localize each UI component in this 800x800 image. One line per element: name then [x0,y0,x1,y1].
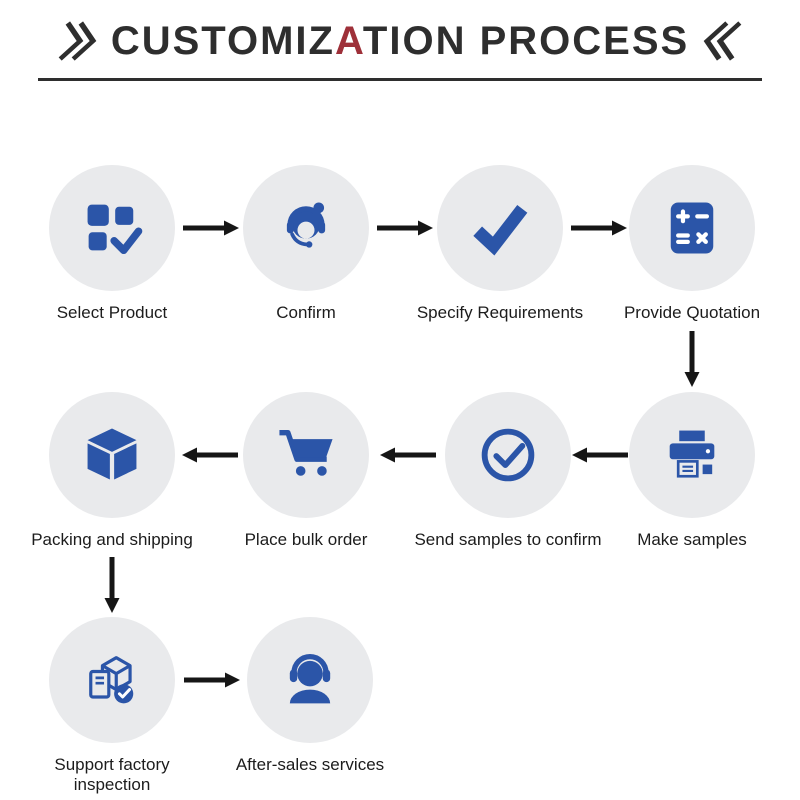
diagram-header: CUSTOMIZATION PROCESS [0,12,800,70]
arrow-right-icon [183,220,239,236]
step-circle [629,392,755,518]
step-packing-shipping: Packing and shipping [31,392,193,549]
cart-icon [279,430,333,476]
step-circle [49,392,175,518]
title-accent-letter: A [334,18,363,63]
step-make-samples: Make samples [629,392,755,549]
printer-icon [669,430,715,478]
step-label: Specify Requirements [416,303,584,322]
arrow-right-icon [184,672,240,688]
arrow-right-icon [377,220,433,236]
title-suffix: TION PROCESS [362,18,690,63]
headset-icon [289,653,331,704]
step-label: Send samples to confirm [414,530,602,549]
arrow-down-icon [684,331,700,387]
step-circle [247,617,373,743]
double-chevron-left-icon [703,21,742,61]
step-label: Place bulk order [244,530,368,549]
step-circle [445,392,571,518]
step-label: Make samples [637,530,747,549]
step-circle [49,165,175,291]
page-title: CUSTOMIZATION PROCESS [111,19,689,64]
step-circle [49,617,175,743]
step-label: Provide Quotation [623,303,761,322]
box-icon [87,428,137,480]
circle-check-icon [481,428,535,482]
step-confirm: Confirm [243,165,369,322]
double-chevron-right-icon [58,21,97,61]
step-place-bulk-order: Place bulk order [243,392,369,549]
arrow-left-icon [182,447,238,463]
step-circle [243,165,369,291]
step-label: After-sales services [235,755,385,774]
step-circle [437,165,563,291]
arrow-down-icon [104,557,120,613]
step-provide-quotation: Provide Quotation [624,165,760,322]
arrow-left-icon [572,447,628,463]
step-select-product: Select Product [49,165,175,322]
step-after-sales: After-sales services [236,617,384,774]
factory-inspection-icon [89,656,134,704]
step-circle [243,392,369,518]
step-factory-inspection: Support factory inspection [49,617,175,794]
step-label: Confirm [276,303,336,322]
step-send-samples: Send samples to confirm [414,392,602,549]
title-prefix: CUSTOMIZ [110,18,335,63]
customer-service-icon [286,202,326,248]
step-specify-requirements: Specify Requirements [417,165,583,322]
step-label: Select Product [56,303,168,322]
select-product-icon [87,204,143,255]
step-circle [629,165,755,291]
arrow-right-icon [571,220,627,236]
title-underline [38,78,762,81]
arrow-left-icon [380,447,436,463]
step-label: Support factory inspection [54,755,170,794]
calculator-icon [670,202,714,254]
checkmark-icon [473,204,528,256]
step-label: Packing and shipping [31,530,193,549]
